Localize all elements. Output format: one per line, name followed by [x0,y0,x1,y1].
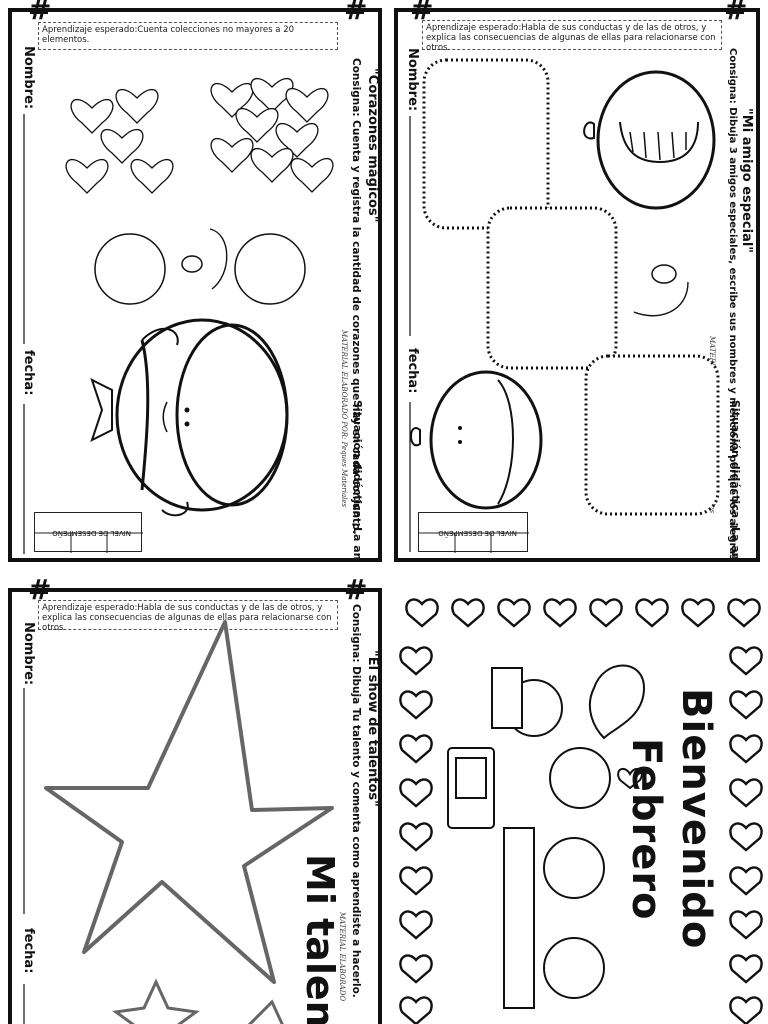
bow-icon [90,378,113,442]
friend-box-2 [486,206,618,370]
nivel-desempeno-box: NIVEL DE DESEMPEÑO [34,512,143,553]
fecha-line [409,402,411,552]
worksheet-title: "Corazones mágicos" [365,68,380,223]
candy-icon [181,255,203,273]
nivel-label: NIVEL DE DESEMPEÑO [52,529,131,537]
girl-illustration [410,370,543,510]
friend-box-1 [422,58,550,230]
answer-circle-1 [94,233,166,305]
friend-box-3 [584,354,720,516]
worksheet-talentos: Aprendizaje esperado:Habla de sus conduc… [8,588,382,1024]
heart-cluster-1 [65,89,174,194]
cover-title-line2: Febrero [623,738,669,921]
boy-illustration [583,70,716,210]
star-icon [112,978,200,1024]
binder-ring-icon: # [28,573,52,606]
binder-ring-icon: # [28,0,52,26]
heart-border [399,598,763,1024]
fecha-label: fecha: [21,350,36,396]
binder-ring-icon: # [410,0,434,26]
kids-illustration [447,664,646,1009]
fecha-line [23,404,25,554]
candy-icon [651,264,677,284]
heart-icon [65,159,109,194]
worksheet-corazones: Aprendizaje esperado:Cuenta colecciones … [8,8,382,562]
drawing-boxes [410,58,720,516]
heart-icon [588,664,646,740]
star-icon [44,620,334,984]
nombre-label: Nombre: [21,46,36,110]
cover-bienvenido-febrero: Bienvenido Febrero [394,588,768,1024]
situacion-didactica: Situación didáctica ¡La amistad ! [351,400,364,562]
nombre-line [23,114,25,344]
aprendizaje-esperado: Aprendizaje esperado:Habla de sus conduc… [422,20,722,53]
star-icon [247,999,284,1024]
aprendizaje-esperado: Aprendizaje esperado:Habla de sus conduc… [38,600,338,633]
arrow-icon [633,281,689,317]
nombre-line [23,688,25,914]
heart-icon [617,767,643,790]
heart-icon [70,99,114,134]
aprendizaje-esperado: Aprendizaje esperado:Cuenta colecciones … [38,22,338,50]
heart-icon [130,159,174,194]
heart-icon [115,89,159,124]
nivel-desempeno-box: NIVEL DE DESEMPEÑO [418,512,529,553]
nombre-line [409,116,411,336]
heart-icon [100,129,144,164]
cover-title-line1: Bienvenido [673,688,719,950]
binder-ring-icon: # [724,0,748,26]
fecha-line [23,984,25,1024]
arrow-icon [209,228,228,290]
girl-illustration [90,318,289,517]
binder-ring-icon: # [344,573,368,606]
answer-circle-2 [234,233,306,305]
answer-circles [94,228,306,305]
binder-ring-icon: # [344,0,368,26]
heart-cluster-2 [210,78,334,193]
watermark: MATERIAL ELABORADO POR: Peques Materiale… [340,330,348,508]
star-drawing-area [44,620,334,1024]
worksheet-amigo: Aprendizaje esperado:Habla de sus conduc… [394,8,760,562]
